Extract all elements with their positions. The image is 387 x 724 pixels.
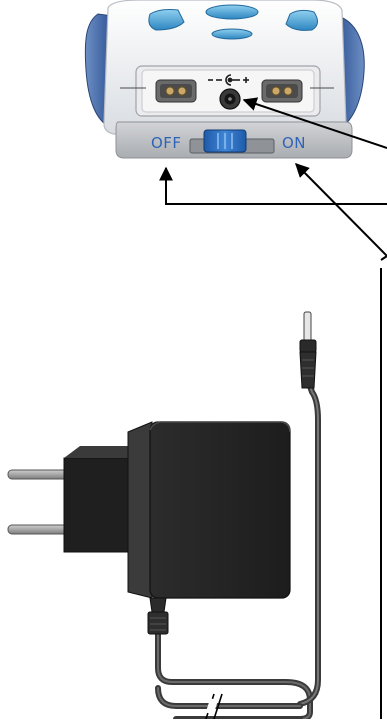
switch-label-off: OFF xyxy=(151,134,182,152)
arrow-to-off xyxy=(159,166,387,205)
cable xyxy=(155,383,321,722)
top-button-right xyxy=(285,9,318,31)
cable-break-mark-icon xyxy=(205,693,223,720)
slide-switch-icon xyxy=(203,129,247,153)
pointer-arrows xyxy=(159,97,387,719)
top-button-center-lower xyxy=(211,28,253,40)
power-jack-icon xyxy=(219,88,241,110)
left-socket xyxy=(155,79,197,103)
top-button-center xyxy=(205,4,259,20)
wall-adapter-icon xyxy=(7,421,291,635)
top-button-left xyxy=(148,9,185,31)
arrow-to-jack xyxy=(242,97,387,149)
dc-plug-icon xyxy=(299,311,317,389)
dc-polarity-symbol-icon xyxy=(208,74,249,86)
right-socket xyxy=(261,79,303,103)
prong-upper xyxy=(7,469,69,480)
prong-lower xyxy=(7,524,69,535)
arrow-to-on xyxy=(295,163,387,257)
switch-label-on: ON xyxy=(282,134,307,152)
device xyxy=(84,0,365,159)
